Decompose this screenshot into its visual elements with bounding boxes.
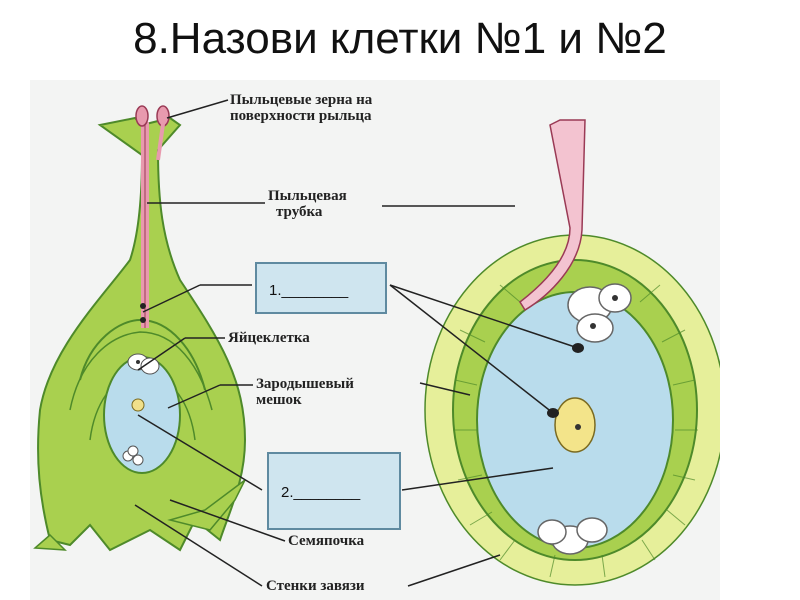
flower-fertilization-diagram: Пыльцевые зерна на поверхности рыльца Пы… (30, 80, 720, 600)
embryo-sac-left (104, 357, 180, 473)
label-pollen-grains: Пыльцевые зерна на поверхности рыльца (230, 92, 372, 124)
slide-title: 8.Назови клетки №1 и №2 (0, 14, 800, 64)
label-embryo-sac-line1: Зародышевый (256, 376, 354, 392)
pollen-grain-1 (136, 106, 148, 126)
label-ovule: Семяпочка (288, 533, 364, 549)
label-embryo-sac-line2: мешок (256, 392, 354, 408)
central-cell (555, 398, 595, 452)
label-pollen-tube-line2: трубка (268, 204, 347, 220)
answer-box-2-text: 2.________ (281, 484, 360, 501)
label-ovary-walls: Стенки завязи (266, 578, 365, 594)
label-pollen-grains-line2: поверхности рыльца (230, 108, 372, 124)
label-pollen-tube: Пыльцевая трубка (268, 188, 347, 220)
label-pollen-grains-line1: Пыльцевые зерна на (230, 92, 372, 108)
label-embryo-sac: Зародышевый мешок (256, 376, 354, 408)
label-pollen-tube-line1: Пыльцевая (268, 188, 347, 204)
answer-box-1[interactable]: 1.________ (255, 262, 387, 314)
answer-box-2[interactable]: 2.________ (267, 452, 401, 530)
answer-box-1-text: 1.________ (269, 282, 348, 299)
pollen-grain-2 (157, 106, 169, 126)
label-egg-cell: Яйцеклетка (228, 330, 310, 346)
